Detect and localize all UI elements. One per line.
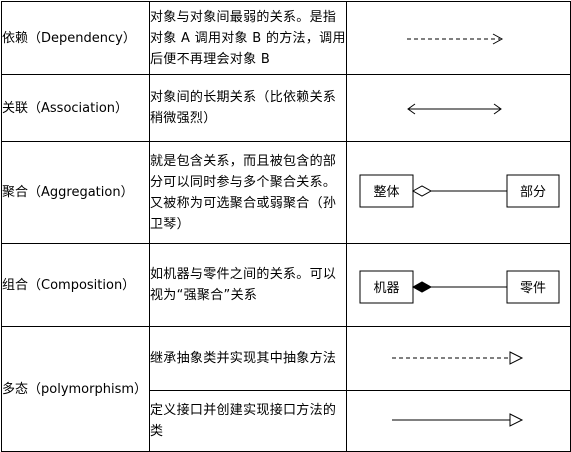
- relation-description: 继承抽象类并实现其中抽象方法: [149, 326, 347, 391]
- relation-figure: [346, 390, 571, 452]
- table-row-polymorphism-abstract: 多态（polymorphism） 继承抽象类并实现其中抽象方法: [1, 326, 571, 452]
- relation-name: 依赖（Dependency）: [1, 1, 150, 75]
- part-box-label: 部分: [520, 185, 546, 200]
- dashed-open-arrow-icon: [407, 33, 504, 45]
- relation-name: 组合（Composition）: [1, 243, 150, 327]
- machine-box: [359, 270, 414, 304]
- dashed-hollow-triangle-icon: [392, 351, 524, 365]
- table-row-polymorphism-interface: 定义接口并创建实现接口方法的类: [2, 390, 571, 452]
- machine-box-label: 机器: [373, 281, 399, 296]
- component-box-label: 零件: [520, 281, 546, 296]
- whole-box-label: 整体: [373, 185, 399, 200]
- table-row-association: 关联（Association） 对象间的长期关系（比依赖关系稍微强烈）: [1, 74, 571, 142]
- table-row-dependency: 依赖（Dependency） 对象与对象间最弱的关系。是指对象 A 调用对象 B…: [1, 1, 571, 75]
- relation-name: 关联（Association）: [1, 74, 150, 142]
- table-row-composition: 组合（Composition） 如机器与零件之间的关系。可以视为“强聚合”关系 …: [1, 243, 571, 327]
- relation-description: 对象与对象间最弱的关系。是指对象 A 调用对象 B 的方法，调用后便不再理会对象…: [149, 1, 347, 75]
- relation-description: 对象间的长期关系（比依赖关系稍微强烈）: [149, 74, 347, 142]
- part-box: [506, 174, 560, 208]
- relation-figure: 机器 零件: [346, 243, 571, 327]
- relation-description: 如机器与零件之间的关系。可以视为“强聚合”关系: [149, 243, 347, 327]
- relation-figure: 整体 部分: [346, 141, 571, 244]
- double-headed-arrow-icon: [407, 103, 502, 115]
- relation-name: 多态（polymorphism）: [1, 326, 150, 452]
- hollow-diamond-icon: 整体 部分: [359, 174, 560, 208]
- table-row-aggregation: 聚合（Aggregation） 就是包含关系，而且被包含的部分可以同时参与多个聚…: [1, 141, 571, 244]
- relation-figure: [346, 326, 571, 391]
- relation-description: 就是包含关系，而且被包含的部分可以同时参与多个聚合关系。又被称为可选聚合或弱聚合…: [149, 141, 347, 244]
- relation-name: 聚合（Aggregation）: [1, 141, 150, 244]
- solid-hollow-triangle-icon: [392, 413, 524, 427]
- relation-figure: [346, 74, 571, 142]
- relation-figure: [346, 1, 571, 75]
- component-box: [506, 270, 560, 304]
- filled-diamond-icon: 机器 零件: [359, 270, 560, 304]
- relation-description: 定义接口并创建实现接口方法的类: [149, 390, 347, 452]
